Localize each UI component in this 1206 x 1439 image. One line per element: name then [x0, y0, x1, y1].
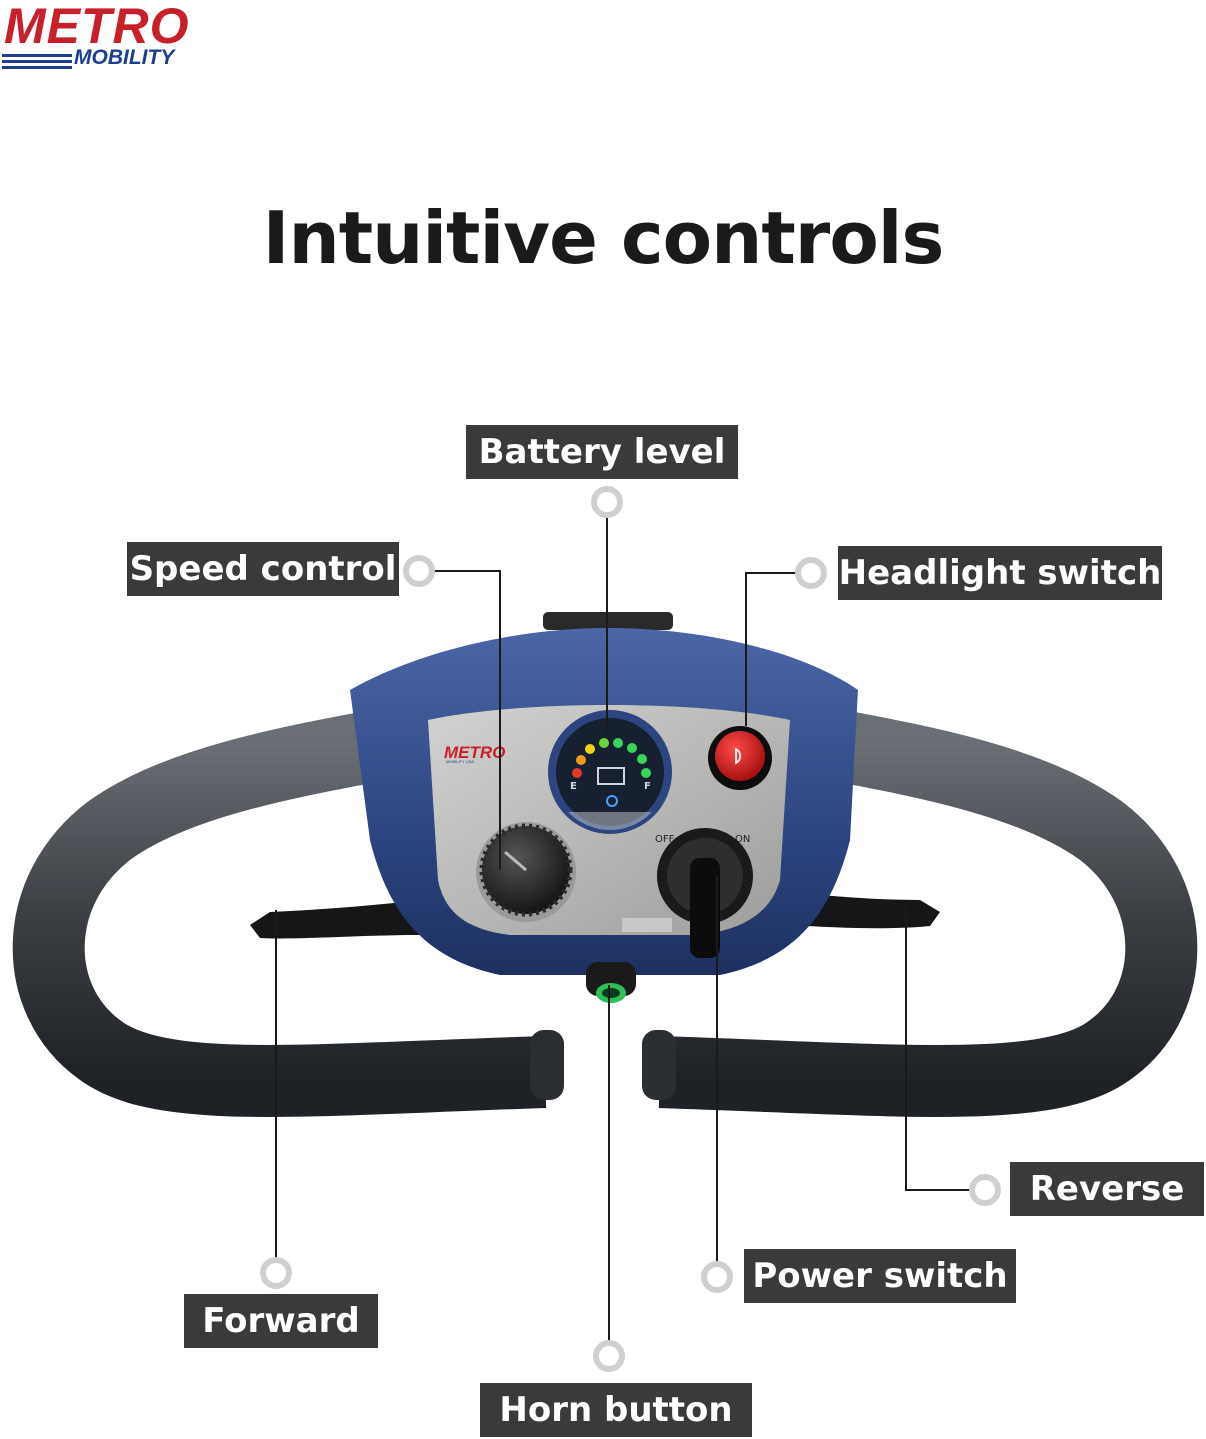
reverse-lever [790, 892, 940, 929]
plate-logo-metro: METRO [444, 743, 505, 762]
metro-mobility-logo: METRO MOBILITY [2, 0, 212, 74]
logo-stripe [2, 66, 72, 69]
forward-lever [250, 900, 420, 939]
horn-button [586, 962, 636, 1003]
power-switch-label: Power switch [744, 1249, 1016, 1303]
horn-button-label: Horn button [480, 1383, 752, 1437]
callout-lines [275, 513, 972, 1345]
page-title: Intuitive controls [262, 196, 945, 280]
key-switch: OFF ON [622, 828, 753, 958]
logo-mobility-text: MOBILITY [74, 46, 175, 69]
logo-stripe [2, 54, 72, 57]
headlight-switch-label: Headlight switch [838, 546, 1162, 600]
battery-icon [597, 767, 625, 785]
battery-gauge: E F [548, 710, 672, 834]
gauge-empty-mark: E [570, 781, 577, 792]
battery-level-label: Battery level [466, 425, 738, 479]
speed-knob [476, 822, 576, 922]
reverse-label: Reverse [1010, 1162, 1204, 1216]
key-on-label: ON [735, 834, 750, 845]
callout-dots [260, 486, 1001, 1372]
key-off-label: OFF [655, 834, 675, 845]
logo-metro-text: METRO [4, 0, 190, 54]
headlight-button [708, 726, 772, 790]
gauge-full-mark: F [644, 781, 651, 792]
plate-logo-sub: MOBILITY USA [446, 759, 474, 764]
forward-label: Forward [184, 1294, 378, 1348]
power-indicator-icon [606, 795, 618, 807]
handlebar [12, 706, 1198, 1117]
logo-stripe [2, 60, 72, 63]
headlight-icon [735, 747, 742, 765]
speed-control-label: Speed control [127, 542, 399, 596]
